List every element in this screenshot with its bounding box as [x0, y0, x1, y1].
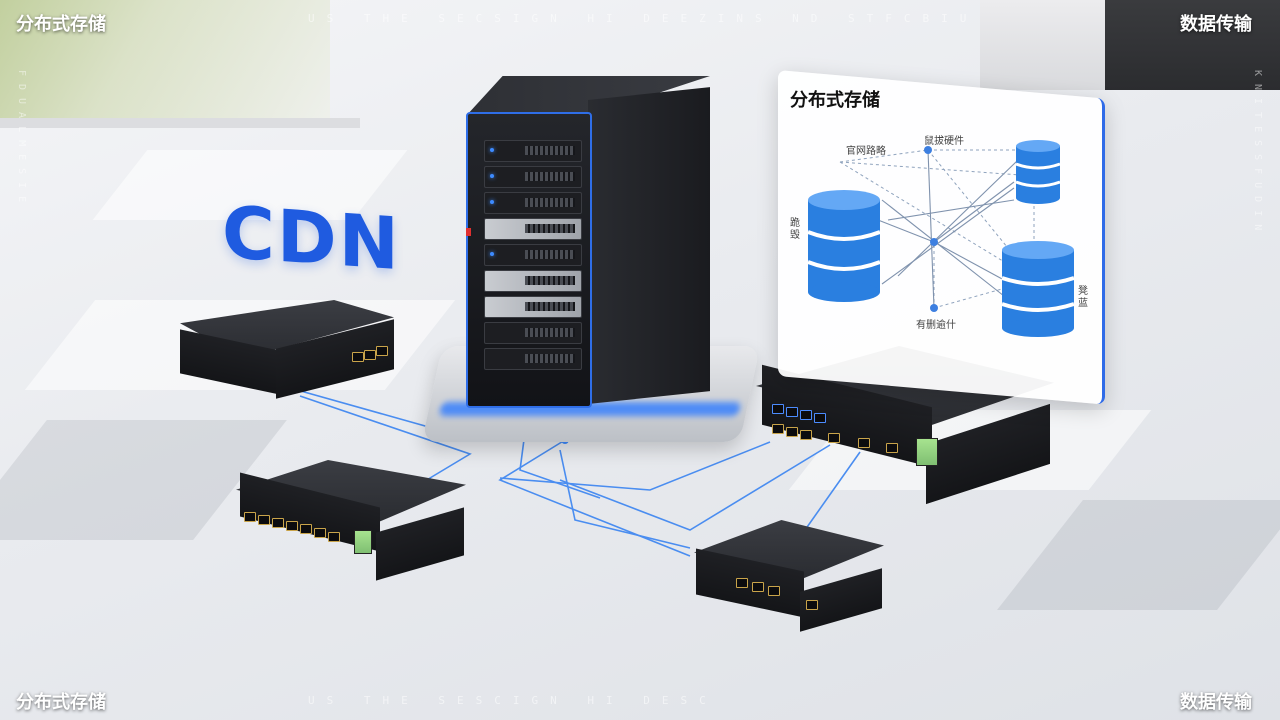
link-line: [299, 395, 472, 491]
rack-unit: [484, 218, 582, 240]
rack-unit: [484, 322, 582, 344]
panel-title: 分布式存储: [790, 90, 880, 111]
ethernet-port: [858, 438, 870, 448]
rack-unit: [484, 270, 582, 292]
diagram-edge: [933, 241, 1005, 281]
switch-bottom-right: [694, 520, 884, 632]
link-line: [519, 431, 601, 499]
status-led: [490, 200, 494, 204]
link-line: [559, 444, 831, 531]
watermark-left: FDUALMESIE: [16, 70, 27, 211]
rack-unit: [484, 166, 582, 188]
ethernet-port: [314, 528, 326, 538]
ethernet-port: [258, 515, 270, 525]
status-led: [490, 252, 494, 256]
ethernet-port: [786, 407, 798, 417]
storage-diagram: [807, 140, 1075, 337]
diagram-edge: [839, 161, 1035, 281]
watermark-top: US THE SECSIGN HI DEEZINS ND STFCBIU: [308, 12, 979, 25]
link-line: [559, 449, 691, 549]
switch-left: [180, 300, 394, 404]
ethernet-port: [886, 443, 898, 453]
cdn-headline: CDN: [222, 189, 401, 287]
ethernet-port: [806, 600, 818, 610]
diagram-edge: [897, 159, 1019, 277]
watermark-right: KNITESSFUDIN: [1252, 70, 1263, 239]
corner-label-top-left: 分布式存储: [16, 14, 106, 35]
diagram-node: [924, 146, 932, 154]
status-led: [490, 148, 494, 152]
window-frame: [0, 118, 360, 128]
corner-label-top-right: 数据传输: [1180, 14, 1252, 35]
panel-label: 凳 蓝: [1078, 286, 1088, 309]
rack-unit: [484, 140, 582, 162]
ethernet-port: [800, 410, 812, 420]
ethernet-port: [828, 433, 840, 443]
panel-label: 鼠拔硬件: [924, 136, 964, 147]
ethernet-port: [752, 582, 764, 592]
database-icon: [1001, 241, 1075, 337]
ethernet-port: [244, 512, 256, 522]
ethernet-port: [800, 430, 812, 440]
ethernet-port: [768, 586, 780, 596]
ethernet-port: [772, 404, 784, 414]
diagram-edge: [877, 219, 935, 243]
diagram-edge: [927, 149, 935, 309]
panel-label: 官网路略: [846, 146, 886, 157]
diagram-edge: [881, 199, 1005, 297]
ethernet-port: [376, 346, 388, 356]
link-line: [499, 441, 771, 491]
rack-unit: [484, 296, 582, 318]
panel-label: 有删逾什: [916, 320, 956, 331]
ethernet-port: [364, 350, 376, 360]
red-indicator: [466, 228, 471, 236]
database-icon: [807, 190, 881, 302]
diagram-node: [930, 304, 938, 312]
device-screen: [354, 530, 372, 554]
ethernet-port: [272, 518, 284, 528]
rack-side: [588, 87, 710, 405]
rack-unit: [484, 192, 582, 214]
ethernet-port: [328, 532, 340, 542]
panel-label: 跪 毁: [790, 218, 800, 241]
ethernet-port: [286, 521, 298, 531]
diagram-node: [930, 238, 938, 246]
device-screen: [916, 438, 938, 466]
switch-bottom-left: [236, 460, 466, 581]
diagram-edge: [839, 161, 1035, 177]
corner-label-bottom-left: 分布式存储: [16, 692, 106, 713]
ethernet-port: [772, 424, 784, 434]
ethernet-port: [736, 578, 748, 588]
ethernet-port: [300, 524, 312, 534]
dark-doorway: [1105, 0, 1280, 90]
corner-label-bottom-right: 数据传输: [1180, 692, 1252, 713]
rack-unit: [484, 348, 582, 370]
link-line: [804, 451, 861, 531]
watermark-bottom: US THE SESCIGN HI DESC: [308, 694, 718, 707]
diagram-edge: [839, 149, 929, 163]
database-icon: [1015, 140, 1061, 204]
ethernet-port: [814, 413, 826, 423]
ethernet-port: [352, 352, 364, 362]
status-led: [490, 174, 494, 178]
rack-unit: [484, 244, 582, 266]
window-view: [0, 0, 330, 120]
diagram-edge: [887, 199, 1015, 221]
link-line: [498, 439, 691, 557]
diagram-edge: [933, 181, 1015, 243]
ethernet-port: [786, 427, 798, 437]
diagram-edge: [881, 187, 1015, 285]
